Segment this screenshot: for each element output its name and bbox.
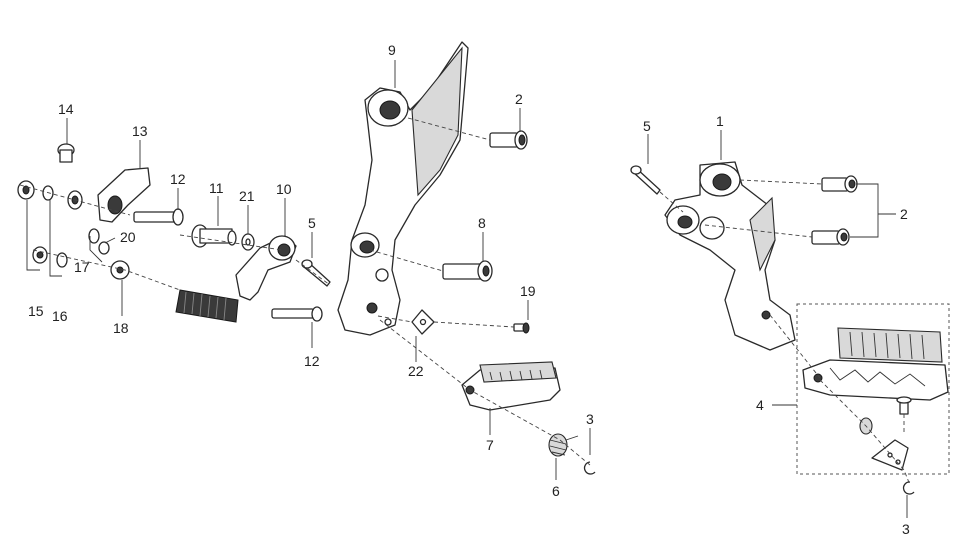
callout-11: 11 [209,180,224,196]
plate-part-22 [411,309,435,335]
callout-12-top: 12 [170,171,186,187]
bolt-part-12-bottom [271,306,323,322]
callout-18: 18 [113,320,129,336]
callout-2-right: 2 [900,206,908,222]
callout-19: 19 [520,283,536,299]
main-bracket-part-9 [337,41,469,336]
callout-3-right: 3 [902,521,910,537]
callout-8: 8 [478,215,486,231]
bolt-part-8 [442,260,493,282]
bushing-part-18 [110,260,130,280]
footpeg-part-7 [461,361,561,411]
nut-part-15-top [17,180,35,200]
footpeg-assembly-part-4 [802,327,949,471]
callout-4: 4 [756,397,764,413]
callout-7: 7 [486,437,494,453]
shaft-part-11 [191,224,237,248]
callout-12-bottom: 12 [304,353,320,369]
callout-20: 20 [120,229,136,245]
pin-part-5-right [630,165,661,195]
callout-3-center: 3 [586,411,594,427]
washer-part-20 [88,228,110,255]
footpeg-assembly-box-4 [796,303,950,475]
callout-22: 22 [408,363,424,379]
callout-21: 21 [239,188,255,204]
callout-15: 15 [28,303,44,319]
bracket-part-1 [664,161,796,351]
rubber-grip [175,289,239,323]
bolt-part-2-center [489,130,528,150]
bolt-part-14 [57,143,75,163]
callout-1: 1 [716,113,724,129]
e-clip-part-3-right [902,481,915,495]
washer-part-16-bottom [56,252,68,268]
shift-lever-part-10 [235,235,297,301]
e-clip-part-3-center [583,461,596,475]
spring-part-6 [548,433,579,457]
bolt-part-2-right-top [821,175,858,193]
bolt-part-12-top [133,208,184,226]
bolt-part-2-right-bottom [811,228,850,246]
callout-9: 9 [388,42,396,58]
callout-16: 16 [52,308,68,324]
callout-6: 6 [552,483,560,499]
center-lines [19,117,911,486]
screw-part-19 [513,322,530,334]
callout-17: 17 [74,259,90,275]
leader-lines [26,60,908,518]
callout-13: 13 [132,123,148,139]
callout-5-center: 5 [308,215,316,231]
callout-5-right: 5 [643,118,651,134]
callout-labels: 9 2 8 5 10 21 11 12 13 14 20 17 15 16 18… [28,42,910,537]
callout-10: 10 [276,181,292,197]
washer-part-21 [241,233,255,251]
callout-14: 14 [58,101,74,117]
callout-2-center: 2 [515,91,523,107]
nut-part-15-bottom [32,246,48,264]
